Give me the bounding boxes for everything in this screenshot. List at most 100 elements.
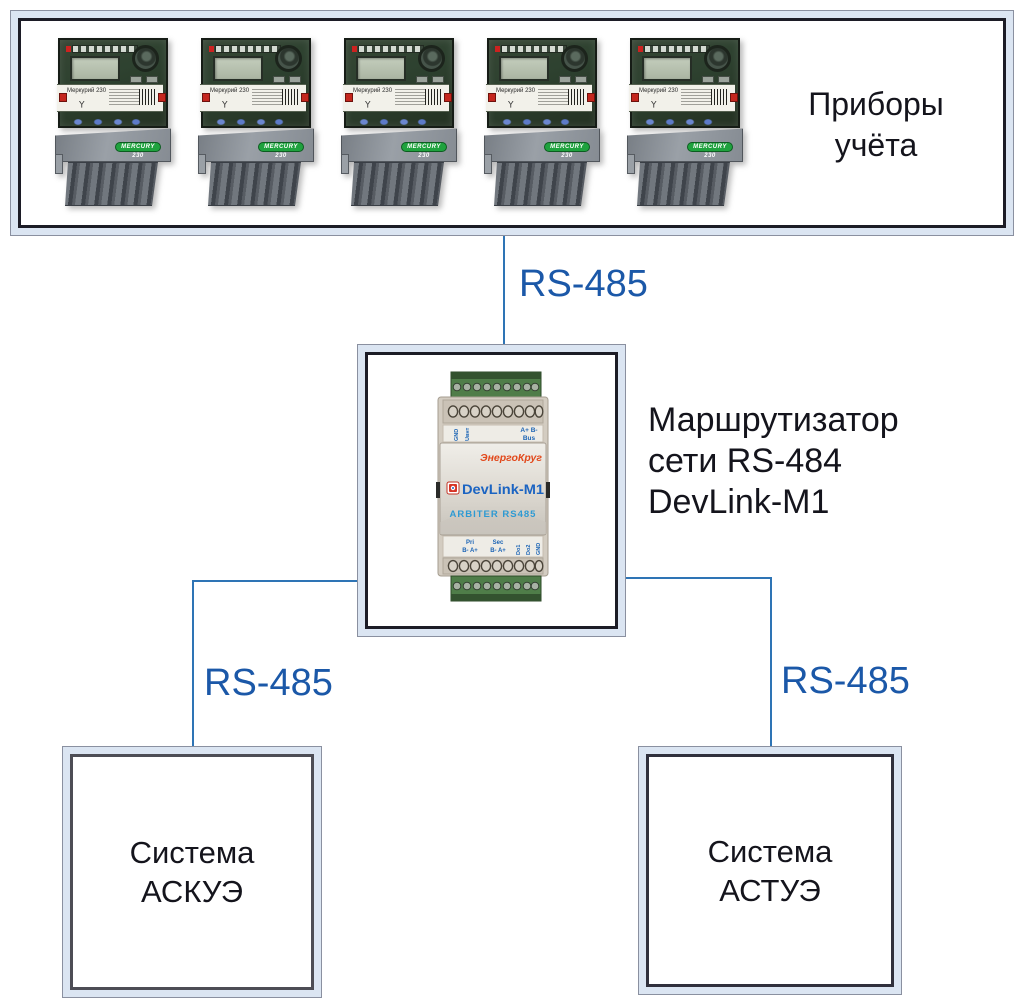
meter-body <box>630 38 740 128</box>
meter-seal-dial <box>561 45 588 72</box>
meter-red-button <box>730 93 738 102</box>
meter-hood-badge: MERCURY 230 <box>401 142 447 159</box>
meter-hood-badge: MERCURY 230 <box>687 142 733 159</box>
meter-terminal-tabs <box>358 45 424 53</box>
meter-led <box>495 46 500 52</box>
meter-lcd-display <box>499 56 549 81</box>
terminal-screws-top <box>452 382 540 392</box>
meter-terminal-tabs <box>501 45 567 53</box>
meter-din-clip <box>627 154 635 174</box>
pin-label-gnd-top: GND <box>454 429 460 441</box>
meter-button <box>702 76 714 83</box>
meter-terminals-blue <box>497 116 571 128</box>
meter-red-button <box>158 93 166 102</box>
energy-meter: Меркурий 230 ⅄ MERCURY 230 <box>484 38 600 206</box>
energy-meter: Меркурий 230 ⅄ MERCURY 230 <box>198 38 314 206</box>
router-caption: Маршрутизатор сети RS-484 DevLink-M1 <box>648 400 928 523</box>
meter-nameplate: Меркурий 230 ⅄ <box>343 84 449 112</box>
askue-system-label-line2: АСКУЭ <box>140 874 244 909</box>
meter-fine-print <box>252 89 282 107</box>
meter-red-button <box>345 93 353 102</box>
rs485-link-top-vertical <box>503 236 505 344</box>
meter-body <box>344 38 454 128</box>
meter-seal-dial <box>275 45 302 72</box>
meter-brand-label: Меркурий 230 <box>639 88 679 94</box>
devlink-subtitle-label: ARBITER RS485 <box>450 509 537 520</box>
meter-button <box>289 76 301 83</box>
devlink-logo-icon <box>446 481 460 495</box>
meter-hood-badge: MERCURY 230 <box>258 142 304 159</box>
meter-button <box>416 76 428 83</box>
meter-fine-print <box>538 89 568 107</box>
meter-brand-label: Меркурий 230 <box>210 88 250 94</box>
meter-lcd-display <box>70 56 120 81</box>
meter-led <box>209 46 214 52</box>
meter-din-clip <box>484 154 492 174</box>
meter-phase-symbol: ⅄ <box>365 99 371 109</box>
devlink-model-label: DevLink-M1 <box>462 482 545 497</box>
meter-nameplate: Меркурий 230 ⅄ <box>486 84 592 112</box>
meter-barcode <box>711 89 727 105</box>
meters-row: Меркурий 230 ⅄ MERCURY 230 <box>55 38 743 206</box>
pin-label-sec-sub: B- A+ <box>490 548 506 554</box>
meter-barcode <box>425 89 441 105</box>
meter-terminals-blue <box>211 116 285 128</box>
meter-hood: MERCURY 230 <box>341 128 457 162</box>
meter-led <box>66 46 71 52</box>
rs485-link-right-horizontal <box>626 577 772 579</box>
meter-led <box>352 46 357 52</box>
meter-din-clip <box>341 154 349 174</box>
meter-din-clip <box>55 154 63 174</box>
router-caption-line2: сети RS-484 <box>648 442 843 480</box>
meter-red-button <box>444 93 452 102</box>
meter-phase-symbol: ⅄ <box>79 99 85 109</box>
terminal-screws-bottom <box>452 581 540 591</box>
meter-terminal-tabs <box>72 45 138 53</box>
pin-label-pri-sub: B- A+ <box>462 548 478 554</box>
meter-terminal-cover <box>65 162 158 206</box>
meter-button <box>130 76 142 83</box>
meter-lcd-display <box>642 56 692 81</box>
meter-phase-symbol: ⅄ <box>651 99 657 109</box>
meter-lcd-display <box>356 56 406 81</box>
meter-din-clip <box>198 154 206 174</box>
meter-fine-print <box>681 89 711 107</box>
pin-label-sec: Sec <box>493 540 504 546</box>
meter-terminal-cover <box>637 162 730 206</box>
metering-devices-title-line2: учёта <box>834 127 918 163</box>
askue-system-box: Система АСКУЭ <box>62 746 322 998</box>
meter-red-button <box>488 93 496 102</box>
meter-terminal-cover <box>351 162 444 206</box>
meter-seal-dial <box>418 45 445 72</box>
meter-button <box>273 76 285 83</box>
meter-red-button <box>587 93 595 102</box>
astue-system-label-line2: АСТУЭ <box>719 872 821 908</box>
meter-nameplate: Меркурий 230 ⅄ <box>57 84 163 112</box>
meter-red-button <box>202 93 210 102</box>
meter-body <box>487 38 597 128</box>
meter-button <box>718 76 730 83</box>
astue-system-label: Система АСТУЭ <box>708 832 833 910</box>
router-caption-line3: DevLink-M1 <box>648 483 830 521</box>
astue-system-label-line1: Система <box>707 833 833 869</box>
meter-hood: MERCURY 230 <box>198 128 314 162</box>
meter-red-button <box>301 93 309 102</box>
astue-system-box: Система АСТУЭ <box>638 746 902 995</box>
meter-barcode <box>568 89 584 105</box>
rs485-label-top: RS-485 <box>519 263 648 305</box>
meter-hood-badge: MERCURY 230 <box>115 142 161 159</box>
meter-seal-dial <box>704 45 731 72</box>
askue-system-box-inner: Система АСКУЭ <box>70 754 314 990</box>
rs485-label-left: RS-485 <box>204 662 333 704</box>
pin-label-do1: Do1 <box>516 545 522 555</box>
rs485-link-left-vertical <box>192 580 194 746</box>
meter-barcode <box>282 89 298 105</box>
meter-brand-label: Меркурий 230 <box>496 88 536 94</box>
meter-phase-symbol: ⅄ <box>222 99 228 109</box>
rs485-link-right-vertical <box>770 577 772 746</box>
pin-label-gnd-bottom: GND <box>536 543 542 555</box>
pin-label-bus: Bus <box>523 435 536 442</box>
meter-led <box>638 46 643 52</box>
meter-terminal-cover <box>494 162 587 206</box>
